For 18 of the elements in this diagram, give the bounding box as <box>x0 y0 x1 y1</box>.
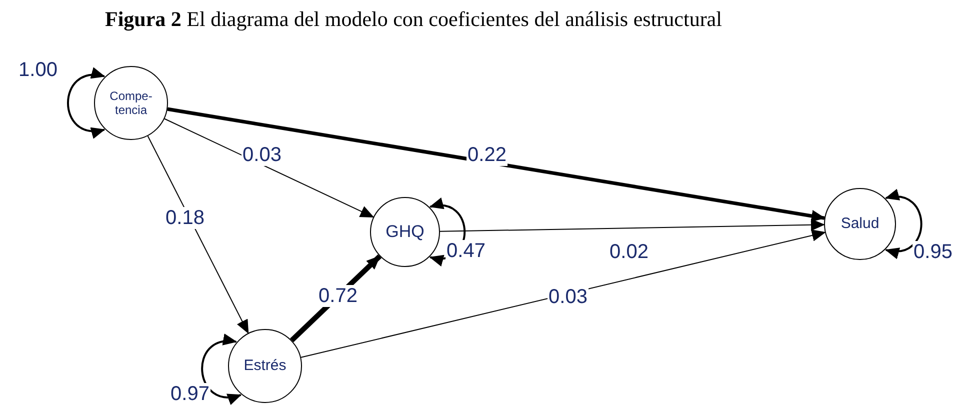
arrow <box>167 107 826 222</box>
self-loop-arrow <box>201 335 242 404</box>
arrow <box>147 135 249 334</box>
edge-label: 0.72 <box>318 285 358 307</box>
edge-label: 0.47 <box>446 240 486 262</box>
variable-name: Salud <box>840 214 880 234</box>
edge-label: 0.18 <box>164 207 206 229</box>
self-loop-arrow <box>884 190 922 258</box>
variable-name: GHQ <box>386 221 424 244</box>
arrow <box>300 230 826 358</box>
edge-label: 0.22 <box>466 144 508 166</box>
arrow <box>164 118 374 218</box>
arrow <box>440 218 825 232</box>
edge-label: 0.03 <box>242 144 282 166</box>
variable-name: Compe- tencia <box>108 89 154 117</box>
figure-title: Figura 2 El diagrama del modelo con coeficientes del análisis estructural <box>105 6 722 32</box>
variable-name: Estrés <box>244 356 286 376</box>
self-loop-arrow <box>67 68 106 138</box>
